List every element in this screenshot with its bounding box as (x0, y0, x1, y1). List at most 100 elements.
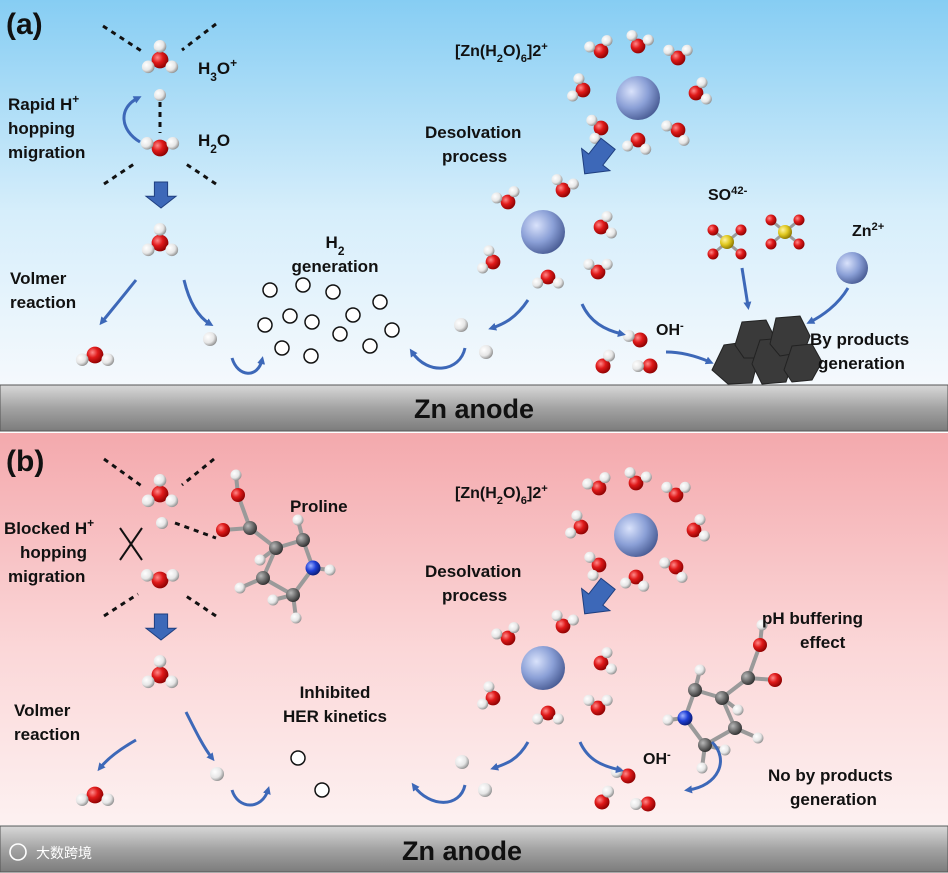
oxygen-atom (151, 51, 169, 69)
proline-molecule-1 (216, 469, 336, 624)
hydrogen-atom (640, 471, 652, 483)
oxygen-atom (216, 523, 230, 537)
hydrogen-atom (676, 571, 688, 583)
hydronium-lower-b (141, 655, 179, 689)
blocked-hydrogen-atom (156, 517, 168, 529)
byproducts-line-1: By products (810, 330, 909, 349)
oxygen-atom (688, 85, 704, 101)
water-volmer-a (75, 346, 115, 366)
oxygen-atom (151, 485, 169, 503)
hydrogen-atom (681, 44, 693, 56)
hydrogen-atom (605, 663, 617, 675)
oxygen-atom (500, 194, 516, 210)
carbon-atom (741, 671, 755, 685)
adsorbed-hydrogen-atom-b (210, 767, 224, 781)
anode-label-b: Zn anode (402, 836, 522, 866)
oxygen-atom (540, 269, 556, 285)
hydrogen-atom (719, 744, 731, 756)
hydrogen-atom (603, 349, 615, 362)
water-molecule (624, 467, 652, 491)
inhibited-line-2: HER kinetics (283, 707, 387, 726)
ph-buffering-line-2: effect (800, 633, 846, 652)
zn-partial-b (521, 646, 565, 690)
oxygen-atom (231, 488, 245, 502)
hydrogen-atom (165, 675, 179, 689)
hydrogen-atom (141, 494, 155, 508)
ph-buffering-line-1: pH buffering (762, 609, 863, 628)
hydrogen-atom (165, 60, 179, 74)
volmer-b-line-2: reaction (14, 725, 80, 744)
adsorption-curve-a (182, 279, 214, 327)
panel-tag-a: (a) (6, 8, 43, 41)
adsorbed-hydrogen-atom (203, 332, 217, 346)
oxygen-atom (620, 768, 636, 784)
byproduct-crystals (711, 315, 823, 385)
hydrogen-atom (153, 655, 167, 668)
oxygen-atom (765, 238, 777, 250)
oxygen-atom (642, 358, 658, 374)
panel-a-labels: H3O+ H2O Rapid H+ hopping migration Volm… (8, 41, 909, 373)
no-byproducts-line-2: generation (790, 790, 877, 809)
hydrogen-atom (599, 472, 611, 484)
water-molecule (565, 510, 589, 539)
hydrogen-atom (584, 551, 596, 563)
oxygen-atom (590, 264, 606, 280)
oxygen-atom (555, 618, 571, 634)
hydrogen-atom (140, 137, 154, 150)
sulfate-arrow (740, 267, 752, 310)
oxygen-atom (593, 655, 609, 671)
hydrogen-atom (700, 93, 712, 105)
h2o-label: H2O (198, 131, 230, 156)
hydrogen-atom (477, 262, 489, 274)
hydrogen-atom (234, 582, 246, 594)
nitrogen-atom (677, 710, 693, 726)
water-molecule (477, 681, 501, 710)
hydrogen-atom (601, 258, 613, 270)
oxygen-atom (765, 214, 777, 226)
hydrogen-atom (601, 694, 613, 706)
water-molecule (626, 30, 654, 54)
hopping-line-1: Rapid H+ (8, 92, 79, 114)
carbon-atom (698, 738, 712, 752)
hydrogen-atom (551, 174, 563, 186)
carbon-atom (286, 588, 300, 602)
hydrogen-atom (153, 223, 167, 236)
svg-text:H3O+: H3O+ (198, 56, 237, 84)
adsorption-curve-b (184, 711, 215, 762)
oh-to-byproduct-arrow (665, 350, 714, 365)
water-molecule (586, 114, 609, 144)
hydrogen-atom (483, 245, 495, 257)
hydrogen-atom (601, 647, 613, 659)
water-molecule (663, 44, 693, 66)
block-arrow (580, 577, 616, 615)
carbon-atom (728, 721, 742, 735)
complex-label-b: [Zn(H2O)6]2+ (455, 483, 548, 507)
carbon-atom (688, 683, 702, 697)
volmer-curve-b (97, 738, 137, 772)
sulfur-atom (720, 235, 734, 249)
oxygen-atom (86, 786, 104, 804)
hydrogen-atom (565, 527, 577, 539)
hydrogen-atom (589, 132, 601, 144)
oxygen-atom (670, 122, 686, 138)
oxygen-atom (668, 487, 684, 503)
water-molecule (491, 622, 520, 646)
desolvation-b-line-1: Desolvation (425, 562, 521, 581)
zn-partial-a (521, 210, 565, 254)
hydrogen-atom (552, 713, 564, 725)
watermark-logo-icon (9, 843, 27, 861)
water-molecule (532, 705, 564, 725)
oxygen-atom (151, 666, 169, 684)
hydrogen-atom (698, 530, 710, 542)
oxygen-atom (793, 214, 805, 226)
ph-buffer-curve (684, 740, 722, 794)
hydrogen-atom (479, 345, 493, 359)
hydroxide-label-a: OH- (656, 320, 684, 339)
hydrogen-atom (508, 622, 520, 634)
hydrogen-atom (620, 577, 632, 589)
hydrogen-atom (694, 514, 706, 526)
oxygen-atom (151, 571, 169, 589)
svg-text:H2O: H2O (198, 131, 230, 156)
hydrogen-atom (292, 514, 304, 526)
hydrogen-atom (587, 569, 599, 581)
